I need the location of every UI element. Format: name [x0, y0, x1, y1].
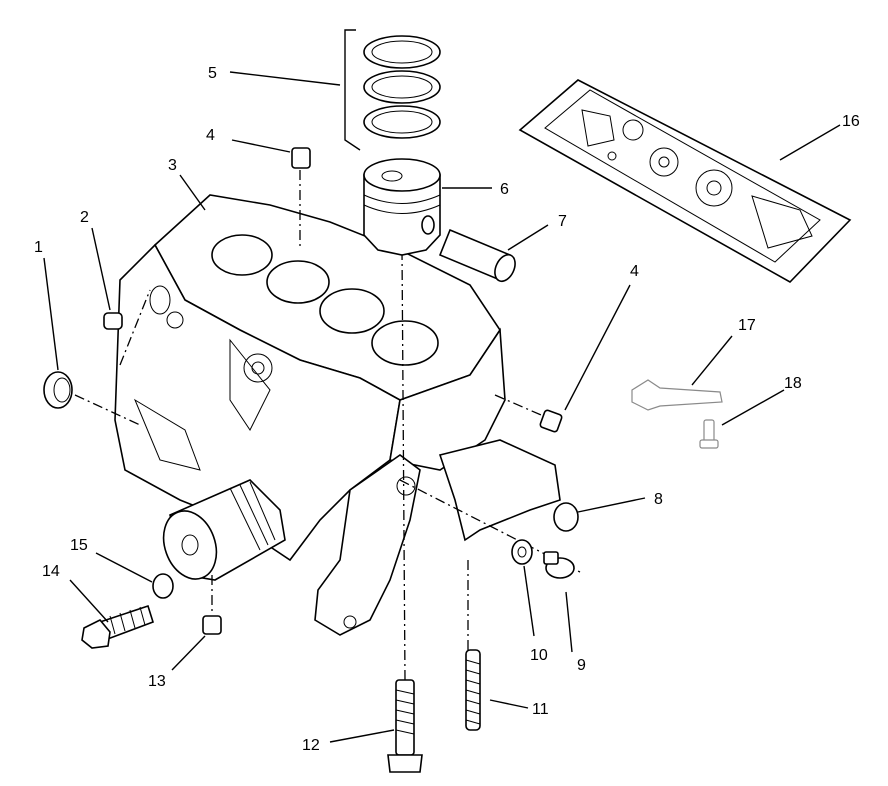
callout-9: 9 [577, 657, 586, 674]
callout-12: 12 [302, 737, 320, 754]
callout-14: 14 [42, 563, 60, 580]
callout-4-rear: 4 [630, 263, 639, 280]
callout-6: 6 [500, 181, 509, 198]
callout-7: 7 [558, 213, 567, 230]
callout-15: 15 [70, 537, 88, 554]
cylinder-block [114, 194, 561, 636]
dipstick [631, 379, 723, 411]
dowel-rear [539, 409, 563, 433]
piston-pin [438, 228, 516, 283]
callout-11: 11 [532, 701, 549, 718]
callout-3: 3 [168, 157, 177, 174]
bolt-washer [152, 573, 174, 599]
dowel-top [291, 147, 311, 169]
dowel-sleeve [103, 312, 123, 330]
piston-rings [344, 29, 441, 151]
callout-18: 18 [784, 375, 802, 392]
screw [699, 419, 719, 449]
callout-13: 13 [148, 673, 166, 690]
callout-4-top: 4 [206, 127, 215, 144]
washer [511, 539, 533, 565]
callout-16: 16 [842, 113, 860, 130]
callout-2: 2 [80, 209, 89, 226]
callout-labels: 1 2 3 4 4 5 6 7 8 9 10 11 12 13 14 15 16… [34, 65, 860, 754]
bolt [387, 679, 423, 773]
callout-1: 1 [34, 239, 43, 256]
stud [465, 649, 481, 731]
piston [363, 158, 441, 256]
camshaft-seal [43, 371, 73, 409]
drain-plug [543, 551, 575, 579]
leader-lines [43, 71, 841, 743]
callout-8: 8 [654, 491, 663, 508]
callout-17: 17 [738, 317, 756, 334]
plug [553, 502, 579, 532]
hex-bolt [81, 604, 154, 649]
dowel-bottom [202, 615, 222, 635]
gasket-set [518, 79, 852, 283]
callout-5: 5 [208, 65, 217, 82]
callout-10: 10 [530, 647, 548, 664]
